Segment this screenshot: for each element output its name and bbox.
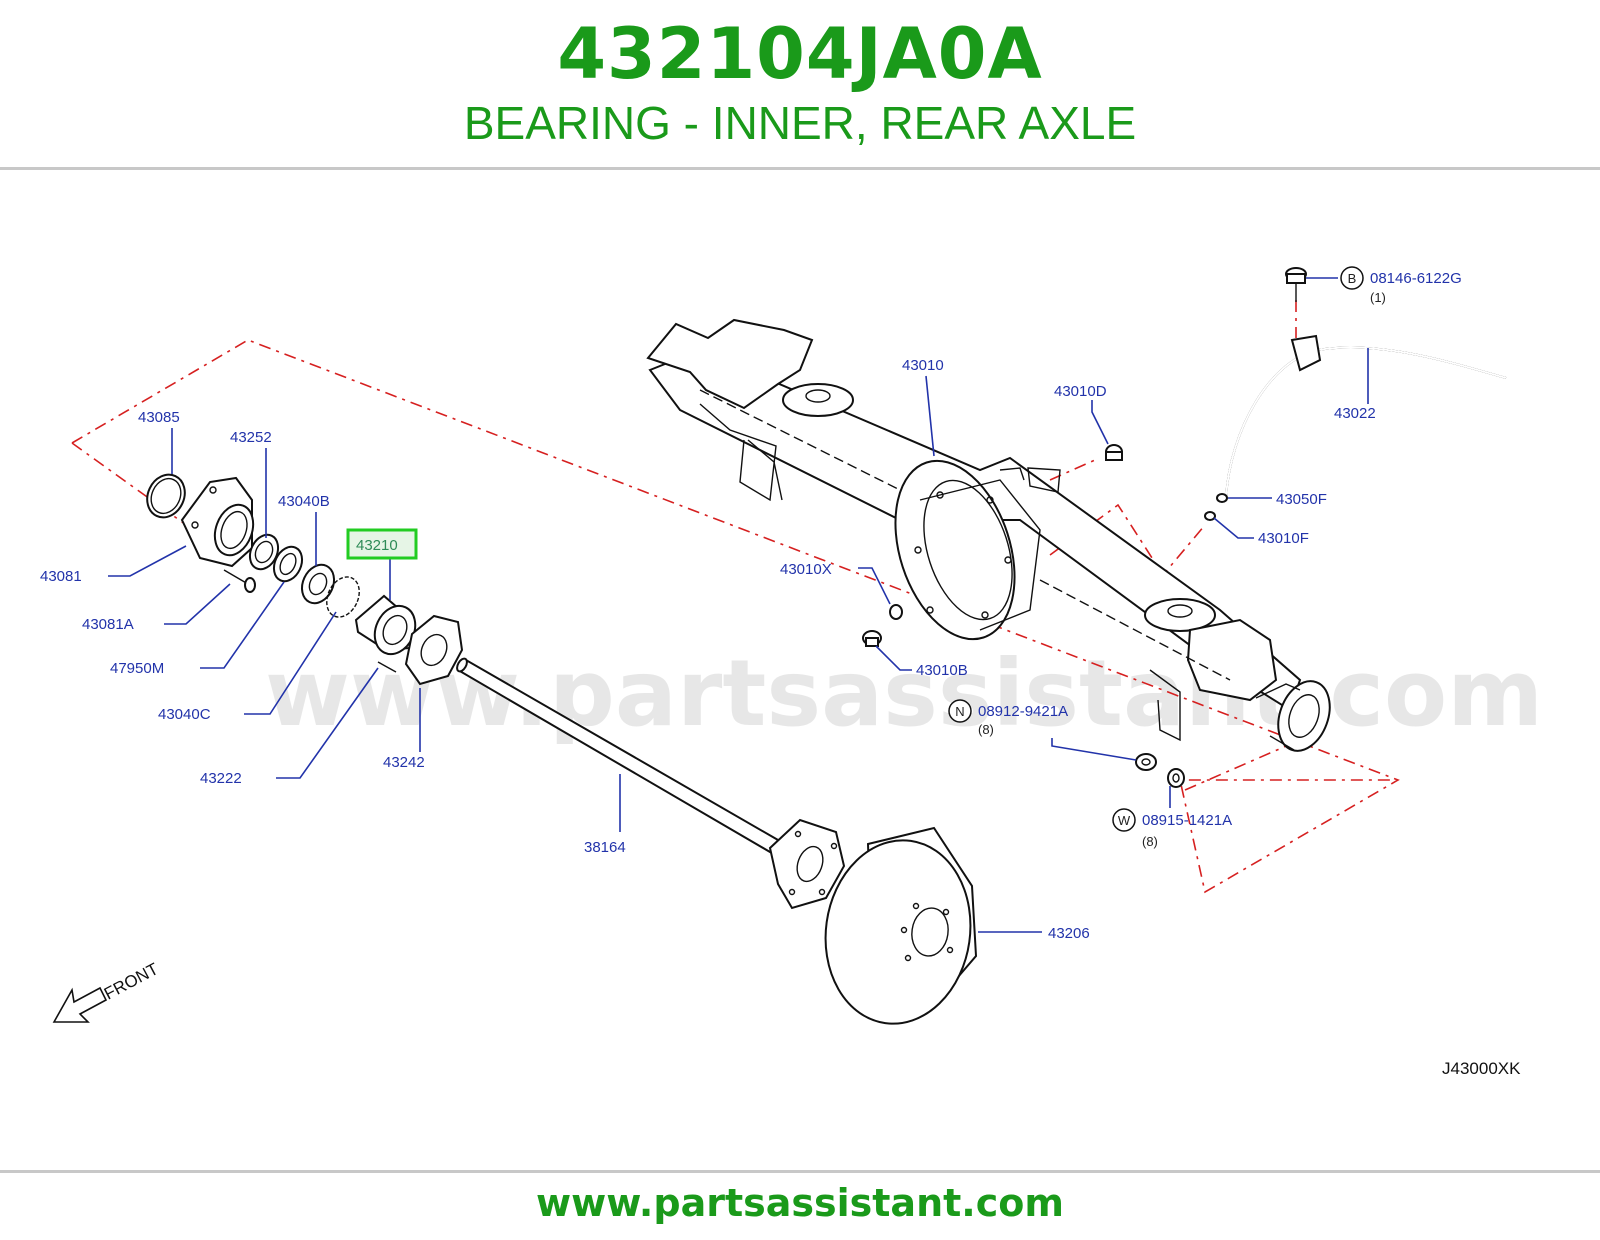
leader-43222 bbox=[276, 667, 379, 779]
label-08912-9421A[interactable]: 08912-9421A bbox=[978, 703, 1068, 720]
leader-47950M bbox=[200, 581, 285, 669]
drawing-code: J43000XK bbox=[1442, 1059, 1521, 1078]
label-43010[interactable]: 43010 bbox=[902, 357, 944, 374]
breather-hose-43022 bbox=[1225, 334, 1507, 499]
inner-bearing-43210 bbox=[354, 594, 417, 656]
label-43040C[interactable]: 43040C bbox=[158, 706, 211, 723]
front-label: FRONT bbox=[101, 959, 162, 1003]
label-43252[interactable]: 43252 bbox=[230, 429, 272, 446]
bolt-43081A bbox=[223, 569, 256, 593]
leader-43010X bbox=[858, 567, 891, 605]
diagram-watermark: www.partsassistant.com bbox=[265, 640, 1543, 747]
label-43242[interactable]: 43242 bbox=[383, 754, 425, 771]
callout-b-circle bbox=[1340, 266, 1364, 290]
callout-w-letter: W bbox=[1118, 813, 1131, 828]
oil-seal-47950M bbox=[272, 545, 304, 583]
highlight-box-43210 bbox=[346, 528, 418, 560]
connector-43010F bbox=[1204, 511, 1216, 521]
retainer-plate-43242 bbox=[404, 614, 464, 686]
qty-08912: (8) bbox=[978, 722, 994, 737]
footer-website-link[interactable]: www.partsassistant.com bbox=[536, 1181, 1064, 1225]
leader-43010 bbox=[925, 375, 935, 457]
callout-b-letter: B bbox=[1348, 271, 1357, 286]
leader-43010D bbox=[1091, 400, 1109, 445]
bearing-housing-43081 bbox=[180, 476, 255, 568]
axle-housing-43010 bbox=[646, 318, 1331, 752]
label-43085[interactable]: 43085 bbox=[138, 409, 180, 426]
label-08915-1421A[interactable]: 08915-1421A bbox=[1142, 812, 1232, 829]
brake-drum-43206 bbox=[824, 826, 978, 1025]
label-43010D[interactable]: 43010D bbox=[1054, 383, 1107, 400]
washer-43040B bbox=[300, 563, 336, 605]
label-43206[interactable]: 43206 bbox=[1048, 925, 1090, 942]
front-direction-indicator: FRONT bbox=[52, 959, 162, 1023]
axle-shaft-38164 bbox=[456, 657, 846, 910]
footer-divider bbox=[0, 1170, 1600, 1173]
callout-w-circle bbox=[1112, 808, 1136, 832]
label-43040B[interactable]: 43040B bbox=[278, 493, 330, 510]
gasket-43010X bbox=[889, 604, 903, 620]
leader-08912 bbox=[1051, 738, 1137, 761]
lock-washer-43040C bbox=[326, 576, 360, 618]
part-number-title: 432104JA0A bbox=[557, 13, 1043, 95]
front-arrow-icon bbox=[52, 986, 108, 1023]
assembly-boundary-left bbox=[71, 339, 1400, 894]
header-divider bbox=[0, 167, 1600, 170]
assembly-line-hose bbox=[1049, 503, 1206, 577]
label-43210[interactable]: 43210 bbox=[356, 537, 398, 554]
label-43010B[interactable]: 43010B bbox=[916, 662, 968, 679]
label-43081A[interactable]: 43081A bbox=[82, 616, 134, 633]
label-43010X[interactable]: 43010X bbox=[780, 561, 832, 578]
bearing-43252 bbox=[248, 533, 280, 571]
o-ring-43085-inner bbox=[150, 477, 182, 515]
label-43222[interactable]: 43222 bbox=[200, 770, 242, 787]
leader-43010B bbox=[875, 645, 912, 671]
assembly-line-vent bbox=[1049, 459, 1096, 481]
leader-43010F bbox=[1213, 517, 1254, 539]
label-47950M[interactable]: 47950M bbox=[110, 660, 164, 677]
bolt-08146-6122G bbox=[1285, 267, 1307, 302]
leader-43040C bbox=[244, 611, 337, 715]
assembly-line-hub bbox=[1184, 739, 1301, 791]
clip-43050F bbox=[1216, 493, 1228, 503]
page-header: 432104JA0A BEARING - INNER, REAR AXLE bbox=[0, 0, 1600, 168]
part-description: BEARING - INNER, REAR AXLE bbox=[463, 97, 1137, 149]
leader-43081 bbox=[108, 545, 187, 577]
label-43022[interactable]: 43022 bbox=[1334, 405, 1376, 422]
label-43010F[interactable]: 43010F bbox=[1258, 530, 1309, 547]
drain-plug-43010B bbox=[862, 630, 882, 647]
vent-plug-43010D bbox=[1105, 444, 1123, 461]
callout-n-letter: N bbox=[955, 704, 964, 719]
label-38164[interactable]: 38164 bbox=[584, 839, 626, 856]
nut-08912-9421A bbox=[1135, 753, 1157, 771]
qty-08915: (8) bbox=[1142, 834, 1158, 849]
label-43081[interactable]: 43081 bbox=[40, 568, 82, 585]
washer-08915-1421A bbox=[1167, 768, 1185, 788]
label-43050F[interactable]: 43050F bbox=[1276, 491, 1327, 508]
label-08146-6122G[interactable]: 08146-6122G bbox=[1370, 270, 1462, 287]
callout-n-circle bbox=[948, 699, 972, 723]
qty-08146: (1) bbox=[1370, 290, 1386, 305]
assembly-line-lower bbox=[71, 442, 229, 556]
leader-43081A bbox=[164, 583, 231, 625]
rear-axle-exploded-diagram: www.partsassistant.com bbox=[40, 266, 1543, 1078]
stud-43222 bbox=[377, 661, 397, 673]
o-ring-43085 bbox=[146, 473, 186, 519]
